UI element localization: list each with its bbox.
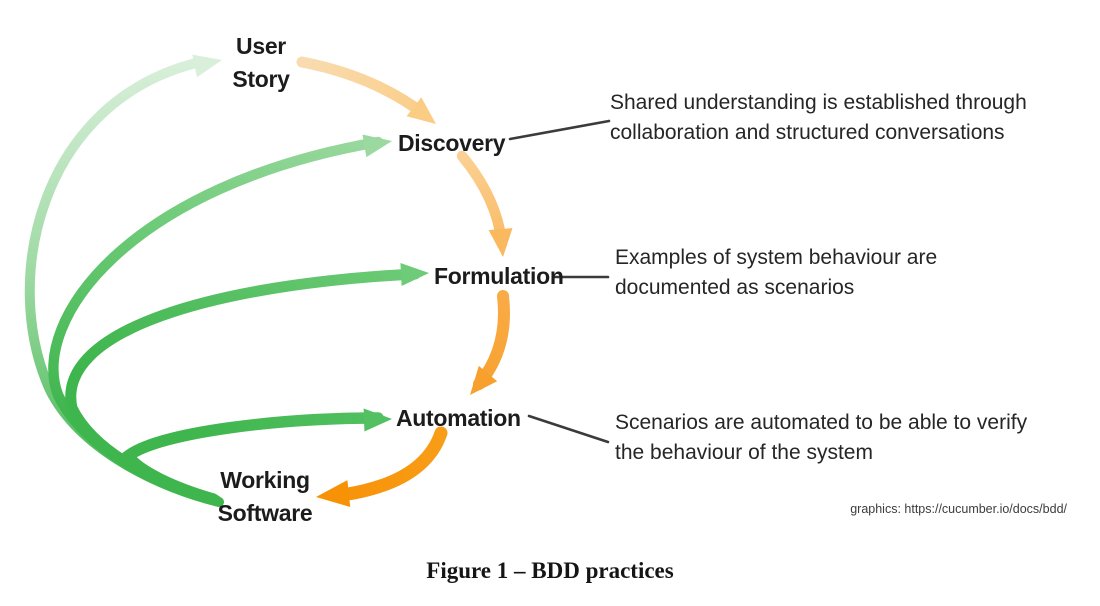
- graphics-credit: graphics: https://cucumber.io/docs/bdd/: [850, 502, 1067, 516]
- stage-label-working-software: Working Software: [217, 467, 313, 526]
- stage-label-automation: Automation: [396, 405, 521, 431]
- orange-arrowhead-discovery: [406, 97, 436, 124]
- green-arrowhead-automation: [363, 408, 392, 432]
- annotation-formulation: Examples of system behaviour are documen…: [615, 246, 938, 299]
- flow-arrow-automation-to-working-software: [335, 426, 448, 502]
- annotation-automation: Scenarios are automated to be able to ve…: [615, 411, 1028, 464]
- green-arrowhead-user-story: [192, 54, 222, 78]
- orange-arrowhead-working-software: [316, 480, 351, 507]
- green-arrowhead-discovery: [362, 134, 392, 158]
- stage-label-formulation: Formulation: [434, 263, 564, 289]
- orange-arrowhead-formulation: [488, 228, 513, 257]
- stage-label-user-story: User Story: [232, 33, 290, 92]
- flow-arrow-user-story-to-discovery: [296, 56, 430, 120]
- annotation-discovery: Shared understanding is established thro…: [610, 91, 1027, 144]
- green-arrowhead-formulation: [400, 262, 429, 286]
- orange-arrowhead-automation: [470, 365, 498, 395]
- return-arrow-to-automation: [119, 412, 384, 505]
- figure-caption: Figure 1 – BDD practices: [426, 558, 674, 583]
- connector-line-discovery: [508, 119, 611, 141]
- connector-line-automation: [527, 414, 610, 444]
- stage-label-discovery: Discovery: [398, 130, 506, 156]
